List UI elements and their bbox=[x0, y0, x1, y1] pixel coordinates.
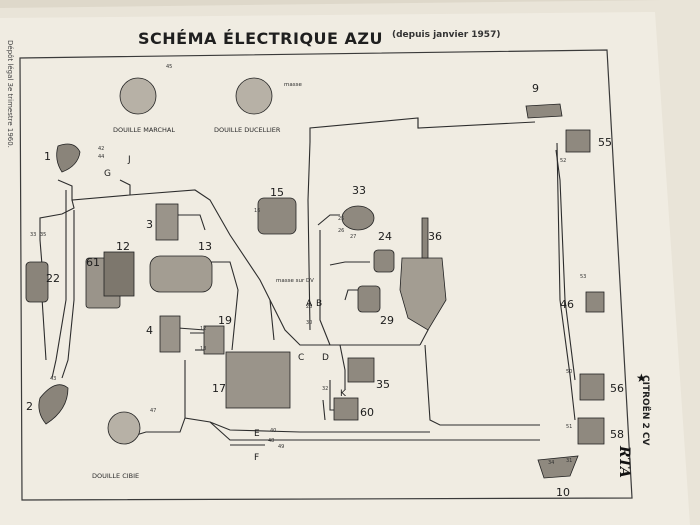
component-58 bbox=[577, 417, 605, 445]
wire-label: 33 bbox=[30, 232, 36, 238]
component-15 bbox=[257, 197, 297, 235]
junction-letter: E bbox=[254, 429, 260, 439]
brand-logo: RTA bbox=[616, 446, 632, 478]
wire-label: 26 bbox=[338, 228, 344, 234]
wire-label: 51 bbox=[566, 424, 572, 430]
component-number: 19 bbox=[218, 314, 232, 327]
wire-label: 42 bbox=[98, 146, 104, 152]
component-29 bbox=[357, 285, 381, 313]
junction-letter: B bbox=[316, 299, 322, 309]
component-number: 1 bbox=[44, 150, 51, 163]
component-number: 10 bbox=[556, 486, 570, 499]
coil-22 bbox=[25, 261, 49, 303]
component-number: 22 bbox=[46, 272, 60, 285]
component-number: 60 bbox=[360, 406, 374, 419]
wire-label: 43 bbox=[50, 376, 56, 382]
page-subtitle: (depuis janvier 1957) bbox=[392, 30, 501, 40]
component-13 bbox=[149, 255, 213, 293]
component-33 bbox=[341, 205, 375, 231]
wire-label: 27 bbox=[350, 234, 356, 240]
component-12 bbox=[103, 251, 135, 297]
wire-label: 12 bbox=[200, 326, 206, 332]
depot-legal-text: Dépôt légal 3e trimestre 1960. bbox=[6, 40, 14, 148]
wire-label: 48 bbox=[268, 438, 274, 444]
junction-letter: D bbox=[322, 353, 329, 363]
component-number: 56 bbox=[610, 382, 624, 395]
component-number: 55 bbox=[598, 136, 612, 149]
note-masse: masse bbox=[284, 82, 302, 88]
douille-marchal-drawing bbox=[119, 77, 157, 115]
junction-letter: C bbox=[298, 353, 304, 363]
component-24 bbox=[373, 249, 395, 273]
component-number: 61 bbox=[86, 256, 100, 269]
douille-ducellier-label: DOUILLE DUCELLIER bbox=[214, 126, 281, 134]
wire-label: 40 bbox=[270, 428, 276, 434]
wire-label: 28 bbox=[306, 304, 312, 310]
component-number: 17 bbox=[212, 382, 226, 395]
wire-label: 30 bbox=[306, 320, 312, 326]
component-19 bbox=[203, 325, 225, 355]
wire-label: 52 bbox=[560, 158, 566, 164]
component-55 bbox=[565, 129, 591, 153]
wire-label: 35 bbox=[40, 232, 46, 238]
wire-label: 53 bbox=[580, 274, 586, 280]
component-46 bbox=[585, 291, 605, 313]
component-56 bbox=[579, 373, 605, 401]
junction-letter: J bbox=[127, 155, 131, 165]
component-35 bbox=[347, 357, 375, 383]
component-number: 35 bbox=[376, 378, 390, 391]
wire-label: 47 bbox=[150, 408, 156, 414]
douille-marchal-label: DOUILLE MARCHAL bbox=[113, 126, 175, 134]
brand-small-text: CITROËN 2 CV bbox=[640, 375, 650, 446]
component-9 bbox=[525, 103, 563, 119]
junction-letter: K bbox=[340, 389, 347, 399]
diagram-frame bbox=[19, 49, 633, 501]
component-10 bbox=[537, 455, 579, 479]
headlamp-2 bbox=[38, 384, 69, 425]
component-36 bbox=[399, 257, 447, 331]
wire-label: 34 bbox=[548, 460, 554, 466]
component-number: 58 bbox=[610, 428, 624, 441]
battery-17 bbox=[225, 351, 291, 409]
component-3 bbox=[155, 203, 179, 241]
component-number: 13 bbox=[198, 240, 212, 253]
douille-cibie-drawing bbox=[107, 411, 141, 445]
component-60 bbox=[333, 397, 359, 421]
junction-letter: A bbox=[306, 299, 313, 309]
wire-label: 50 bbox=[566, 369, 572, 375]
component-number: 2 bbox=[26, 400, 33, 413]
note-masse-dv: masse sur DV bbox=[276, 278, 314, 284]
component-number: 4 bbox=[146, 324, 153, 337]
page-title: SCHÉMA ÉLECTRIQUE AZU bbox=[138, 29, 384, 48]
wire-label: 25 bbox=[338, 216, 344, 222]
component-number: 24 bbox=[378, 230, 392, 243]
douille-cibie-label: DOUILLE CIBIE bbox=[92, 472, 139, 480]
wire-label: 16 bbox=[254, 208, 260, 214]
component-number: 33 bbox=[352, 184, 366, 197]
component-number: 9 bbox=[532, 82, 539, 95]
wire-label: 49 bbox=[278, 444, 284, 450]
junction-letter: G bbox=[104, 169, 111, 179]
component-number: 12 bbox=[116, 240, 130, 253]
component-4 bbox=[159, 315, 181, 353]
wire-label: 18 bbox=[200, 346, 206, 352]
junction-letter: F bbox=[254, 453, 259, 463]
wire-label: 45 bbox=[166, 64, 172, 70]
component-number: 15 bbox=[270, 186, 284, 199]
headlamp-1 bbox=[56, 143, 81, 173]
douille-ducellier-drawing bbox=[235, 77, 273, 115]
wire-label: 44 bbox=[98, 154, 104, 160]
component-number: 36 bbox=[428, 230, 442, 243]
component-number: 46 bbox=[560, 298, 574, 311]
wire-label: 31 bbox=[566, 458, 572, 464]
component-number: 3 bbox=[146, 218, 153, 231]
component-number: 29 bbox=[380, 314, 394, 327]
star-icon: ★ bbox=[636, 371, 647, 385]
wire-label: 32 bbox=[322, 386, 328, 392]
